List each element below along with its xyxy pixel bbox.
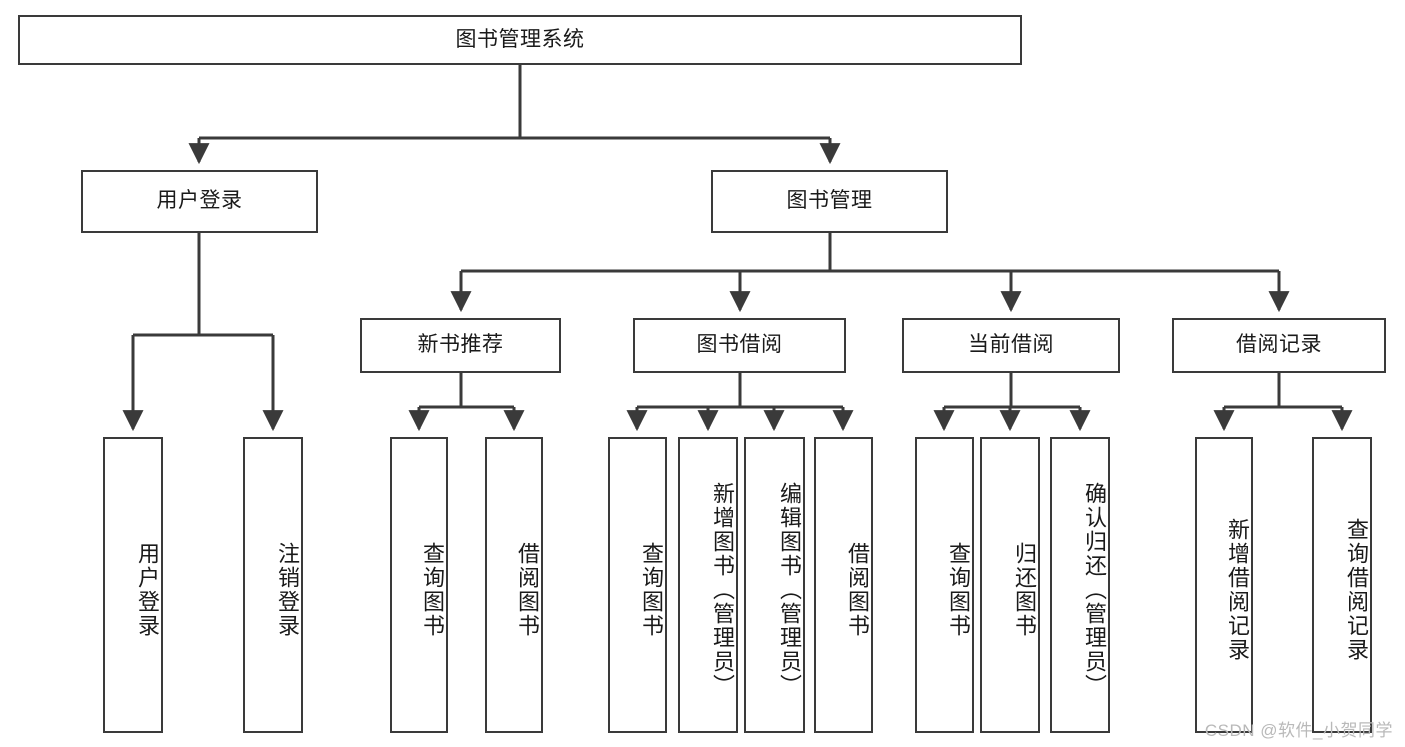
leaf-query-book-borrow[interactable]: 查询图书 xyxy=(608,437,667,733)
node-label: 图书管理系统 xyxy=(455,27,585,51)
node-label: 归还图书 xyxy=(1012,542,1037,638)
node-label: 确认归还（管理员） xyxy=(1082,482,1107,698)
node-label: 当前借阅 xyxy=(968,333,1054,357)
node-label: 借阅图书 xyxy=(845,542,870,638)
node-label: 图书借阅 xyxy=(696,333,783,357)
leaf-borrow-book[interactable]: 借阅图书 xyxy=(814,437,873,733)
node-label: 用户登录 xyxy=(156,189,243,213)
node-level2-book-management[interactable]: 图书管理 xyxy=(711,170,948,233)
watermark-text: CSDN @软件_小贺同学 xyxy=(1204,721,1393,740)
leaf-add-borrow-record[interactable]: 新增借阅记录 xyxy=(1195,437,1253,733)
leaf-logout[interactable]: 注销登录 xyxy=(243,437,303,733)
node-level3-new-book-recommend[interactable]: 新书推荐 xyxy=(360,318,561,373)
node-label: 图书管理 xyxy=(786,189,873,213)
leaf-edit-book-admin[interactable]: 编辑图书（管理员） xyxy=(744,437,805,733)
node-level3-book-borrow[interactable]: 图书借阅 xyxy=(633,318,846,373)
node-level2-user-login[interactable]: 用户登录 xyxy=(81,170,318,233)
node-label: 借阅记录 xyxy=(1236,333,1322,357)
node-label: 新增借阅记录 xyxy=(1225,518,1250,662)
leaf-query-book-recommend[interactable]: 查询图书 xyxy=(390,437,448,733)
node-label: 查询借阅记录 xyxy=(1344,518,1369,662)
node-label: 查询图书 xyxy=(946,542,971,638)
node-label: 查询图书 xyxy=(639,542,664,638)
leaf-confirm-return-admin[interactable]: 确认归还（管理员） xyxy=(1050,437,1110,733)
node-label: 注销登录 xyxy=(275,542,300,638)
node-label: 编辑图书（管理员） xyxy=(777,482,802,698)
node-label: 用户登录 xyxy=(135,542,160,638)
leaf-borrow-book-recommend[interactable]: 借阅图书 xyxy=(485,437,543,733)
node-label: 新增图书（管理员） xyxy=(710,482,735,698)
node-label: 查询图书 xyxy=(420,542,445,638)
node-root[interactable]: 图书管理系统 xyxy=(18,15,1022,65)
leaf-add-book-admin[interactable]: 新增图书（管理员） xyxy=(678,437,738,733)
node-label: 新书推荐 xyxy=(417,333,504,357)
leaf-query-borrow-record[interactable]: 查询借阅记录 xyxy=(1312,437,1372,733)
leaf-user-login[interactable]: 用户登录 xyxy=(103,437,163,733)
node-level3-borrow-record[interactable]: 借阅记录 xyxy=(1172,318,1386,373)
node-label: 借阅图书 xyxy=(515,542,540,638)
node-level3-current-borrow[interactable]: 当前借阅 xyxy=(902,318,1120,373)
leaf-query-book-current[interactable]: 查询图书 xyxy=(915,437,974,733)
leaf-return-book[interactable]: 归还图书 xyxy=(980,437,1040,733)
